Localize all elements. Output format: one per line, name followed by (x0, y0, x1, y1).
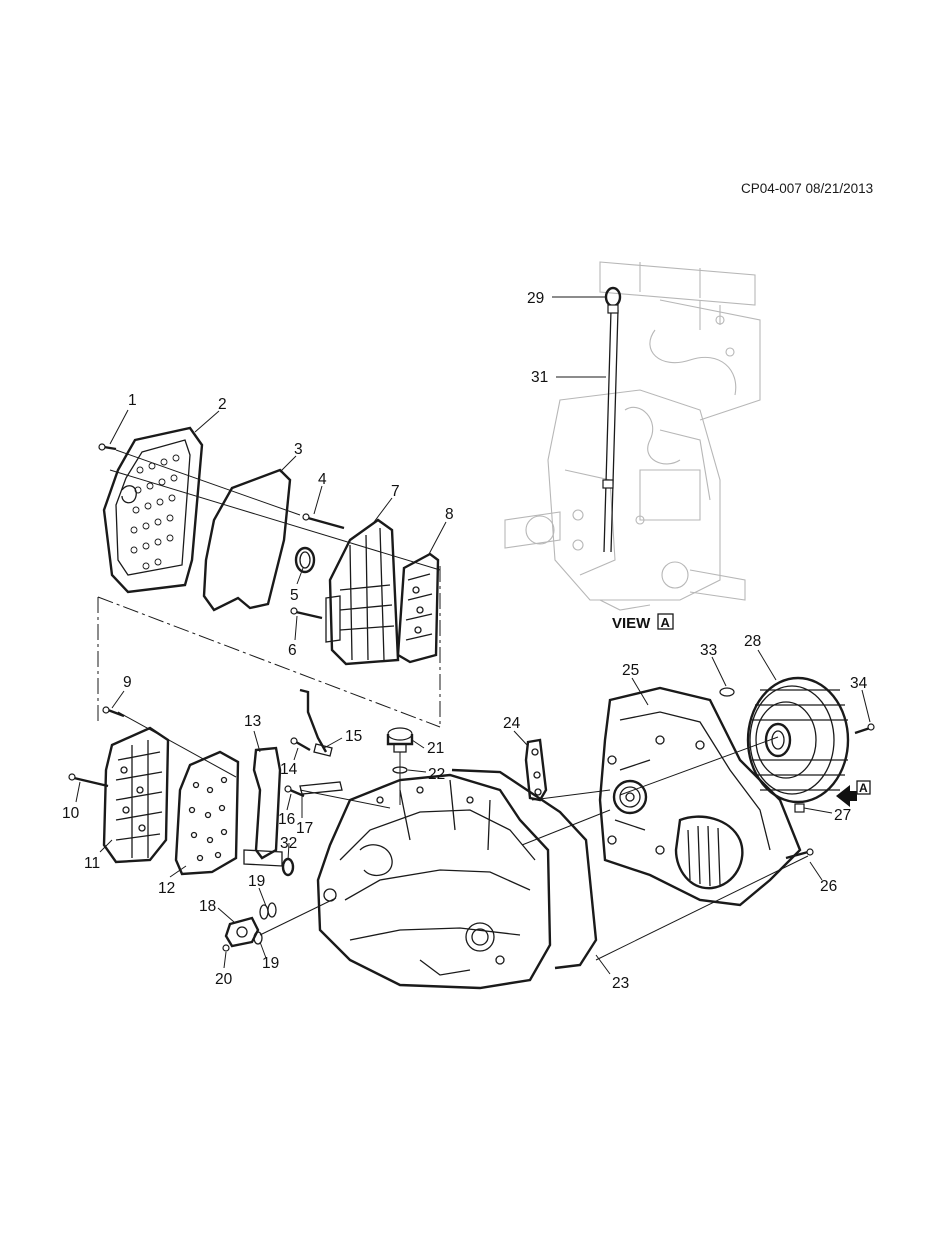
o-ring-22 (392, 752, 408, 805)
callout-24: 24 (503, 715, 521, 732)
engine-background (504, 261, 761, 611)
seal-32 (281, 857, 295, 877)
callout-6: 6 (288, 642, 297, 659)
sensor-18 (224, 916, 260, 948)
callout-32: 32 (280, 835, 297, 852)
bolt-26 (785, 848, 814, 860)
plug-27 (794, 803, 805, 813)
view-a-arrow: A (836, 780, 871, 807)
bolt-14 (290, 737, 311, 752)
drawing-reference: CP04-007 08/21/2013 (741, 181, 874, 196)
callout-34: 34 (850, 675, 868, 692)
valve-body-7 (325, 518, 400, 666)
callout-28: 28 (744, 633, 761, 650)
callout-9: 9 (123, 674, 132, 691)
callout-10: 10 (62, 805, 80, 822)
callout-19-upper: 19 (248, 873, 265, 890)
callout-17: 17 (296, 820, 313, 837)
view-a-tag: A (661, 615, 671, 630)
view-a-arrow-tag: A (859, 781, 868, 795)
callout-25: 25 (622, 662, 639, 679)
callout-12: 12 (158, 880, 175, 897)
gasket-23 (451, 768, 598, 970)
view-a-tag-box (657, 613, 674, 630)
torque-converter-28 (746, 676, 850, 804)
cover-grid (130, 454, 180, 570)
pipe-plug-33 (719, 687, 735, 697)
callout-13: 13 (244, 713, 261, 730)
bolt-4 (302, 513, 345, 530)
callout-31: 31 (531, 369, 548, 386)
callout-14: 14 (280, 761, 298, 778)
bolt-6 (290, 607, 323, 620)
view-a-inset: VIEW A (504, 261, 761, 632)
gasket-3 (202, 468, 292, 612)
bracket-24 (524, 738, 548, 802)
dipstick-handle-29 (604, 286, 622, 314)
separator-plate-12 (174, 750, 240, 876)
callout-22: 22 (428, 766, 445, 783)
dipstick-tube-31 (602, 309, 619, 553)
fill-cap-21 (386, 727, 414, 753)
callout-20: 20 (215, 971, 233, 988)
seal-5 (294, 546, 316, 574)
bolt-20 (222, 944, 230, 952)
bolt-9 (102, 706, 125, 718)
callout-19-lower: 19 (262, 955, 279, 972)
bolt-10 (68, 773, 109, 788)
callout-2: 2 (218, 396, 227, 413)
callout-numbers: 1 2 3 4 5 6 7 8 9 10 11 12 13 14 15 16 1… (62, 290, 868, 992)
o-ring-19a (259, 902, 277, 920)
callout-23: 23 (612, 975, 629, 992)
converter-housing-25 (598, 686, 802, 907)
callout-5: 5 (290, 587, 299, 604)
solenoid-body-8 (396, 552, 440, 664)
callout-16: 16 (278, 811, 295, 828)
assembly-lines (97, 449, 809, 961)
view-a-label: VIEW (612, 615, 651, 632)
callout-8: 8 (445, 506, 454, 523)
transmission-case (316, 773, 552, 990)
callout-leaders (75, 296, 871, 975)
bolt-34 (854, 723, 875, 735)
filter-13 (243, 746, 283, 867)
callout-21: 21 (427, 740, 444, 757)
callout-1: 1 (128, 392, 137, 409)
callout-11: 11 (84, 855, 100, 872)
valve-body-11 (102, 726, 170, 864)
clip-17 (299, 781, 343, 795)
callout-4: 4 (318, 471, 327, 488)
callout-33: 33 (700, 642, 717, 659)
callout-7: 7 (391, 483, 400, 500)
callout-3: 3 (294, 441, 303, 458)
cover-plate-2 (102, 426, 204, 594)
callout-26: 26 (820, 878, 837, 895)
callout-27: 27 (834, 807, 851, 824)
bolt-1 (98, 443, 117, 451)
callout-18: 18 (199, 898, 216, 915)
callout-29: 29 (527, 290, 544, 307)
callout-15: 15 (345, 728, 362, 745)
o-ring-19b (253, 931, 263, 945)
